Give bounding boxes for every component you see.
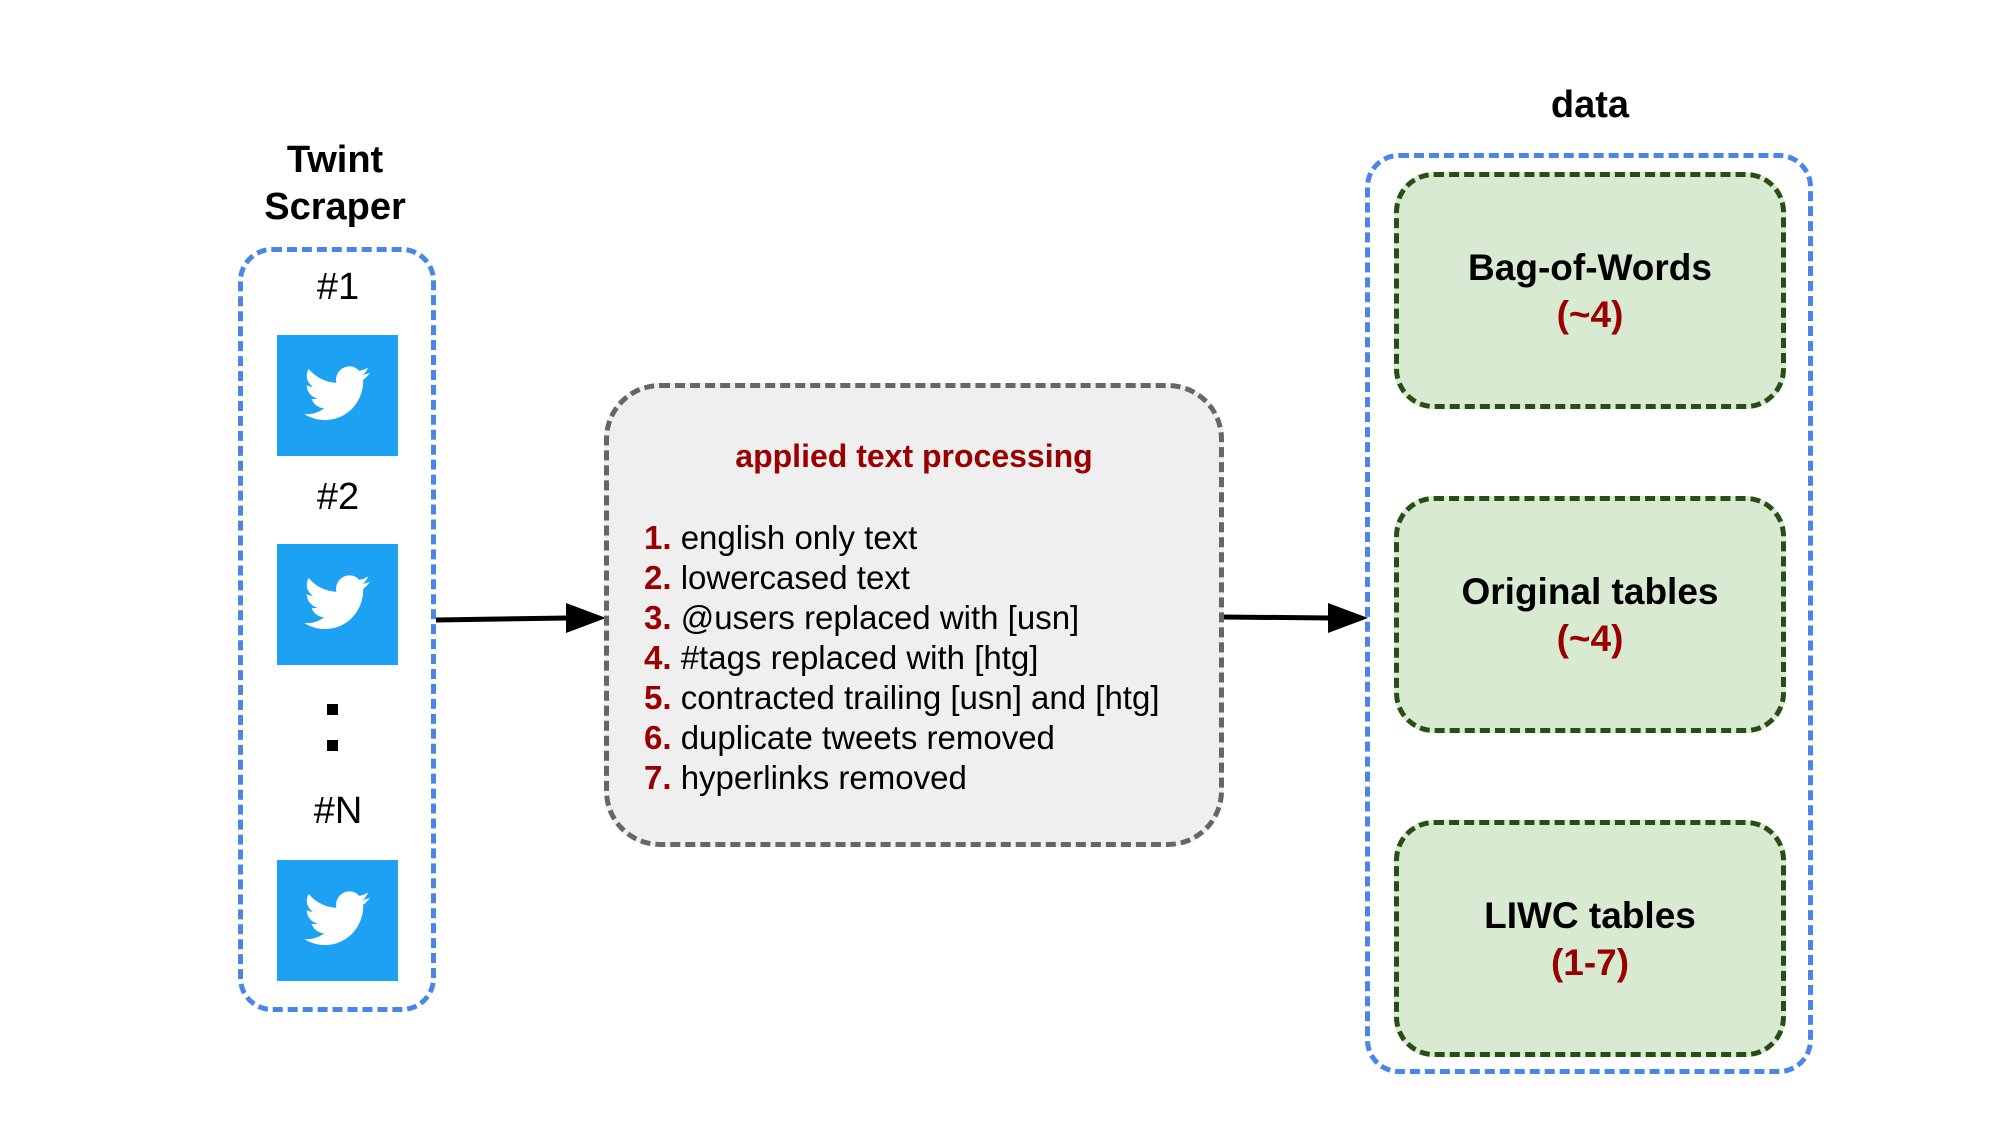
step-number: 4. (644, 639, 672, 676)
twitter-bird-icon (304, 575, 370, 629)
step-number: 1. (644, 519, 672, 556)
data-table-name: LIWC tables (1484, 894, 1696, 936)
ellipsis-dot (327, 740, 338, 751)
scraper-label-n: #N (313, 790, 363, 832)
processing-step: 2. lowercased text (644, 558, 1160, 598)
step-number: 2. (644, 559, 672, 596)
processing-step: 5. contracted trailing [usn] and [htg] (644, 678, 1160, 718)
ellipsis-dot (327, 704, 338, 715)
twitter-bird-icon (304, 891, 370, 945)
step-text: #tags replaced with [htg] (680, 639, 1039, 676)
data-table-value: (~4) (1556, 617, 1624, 659)
data-table-name: Original tables (1461, 570, 1719, 612)
scraper-title-line1: Twint (286, 139, 384, 181)
processing-step: 4. #tags replaced with [htg] (644, 638, 1160, 678)
step-text: @users replaced with [usn] (680, 599, 1080, 636)
twitter-tile-2 (277, 544, 398, 665)
data-table-original: Original tables (~4) (1394, 496, 1786, 733)
scraper-container (238, 247, 436, 1012)
step-text: lowercased text (680, 559, 910, 596)
data-table-bag-of-words: Bag-of-Words (~4) (1394, 172, 1786, 409)
data-table-name: Bag-of-Words (1468, 246, 1712, 288)
scraper-label-2: #2 (316, 476, 360, 518)
arrow-scraper-to-processing (435, 603, 606, 633)
step-number: 7. (644, 759, 672, 796)
data-table-value: (~4) (1556, 293, 1624, 335)
processing-title: applied text processing (735, 438, 1093, 474)
data-table-value: (1-7) (1550, 941, 1630, 983)
processing-steps-list: 1. english only text 2. lowercased text … (644, 518, 1160, 798)
processing-step: 7. hyperlinks removed (644, 758, 1160, 798)
step-text: contracted trailing [usn] and [htg] (680, 679, 1160, 716)
processing-step: 6. duplicate tweets removed (644, 718, 1160, 758)
twitter-bird-icon (304, 366, 370, 420)
data-title: data (1550, 84, 1630, 126)
processing-step: 3. @users replaced with [usn] (644, 598, 1160, 638)
arrow-processing-to-data (1223, 603, 1368, 633)
data-table-liwc: LIWC tables (1-7) (1394, 820, 1786, 1057)
processing-step: 1. english only text (644, 518, 1160, 558)
step-number: 3. (644, 599, 672, 636)
scraper-label-1: #1 (316, 266, 360, 308)
twitter-tile-n (277, 860, 398, 981)
step-text: english only text (680, 519, 918, 556)
step-text: hyperlinks removed (680, 759, 967, 796)
data-container (1365, 153, 1813, 1074)
step-number: 5. (644, 679, 672, 716)
twitter-tile-1 (277, 335, 398, 456)
processing-box (604, 383, 1224, 847)
step-text: duplicate tweets removed (680, 719, 1055, 756)
scraper-title: Twint Scraper (230, 137, 440, 231)
scraper-title-line2: Scraper (264, 186, 406, 228)
step-number: 6. (644, 719, 672, 756)
